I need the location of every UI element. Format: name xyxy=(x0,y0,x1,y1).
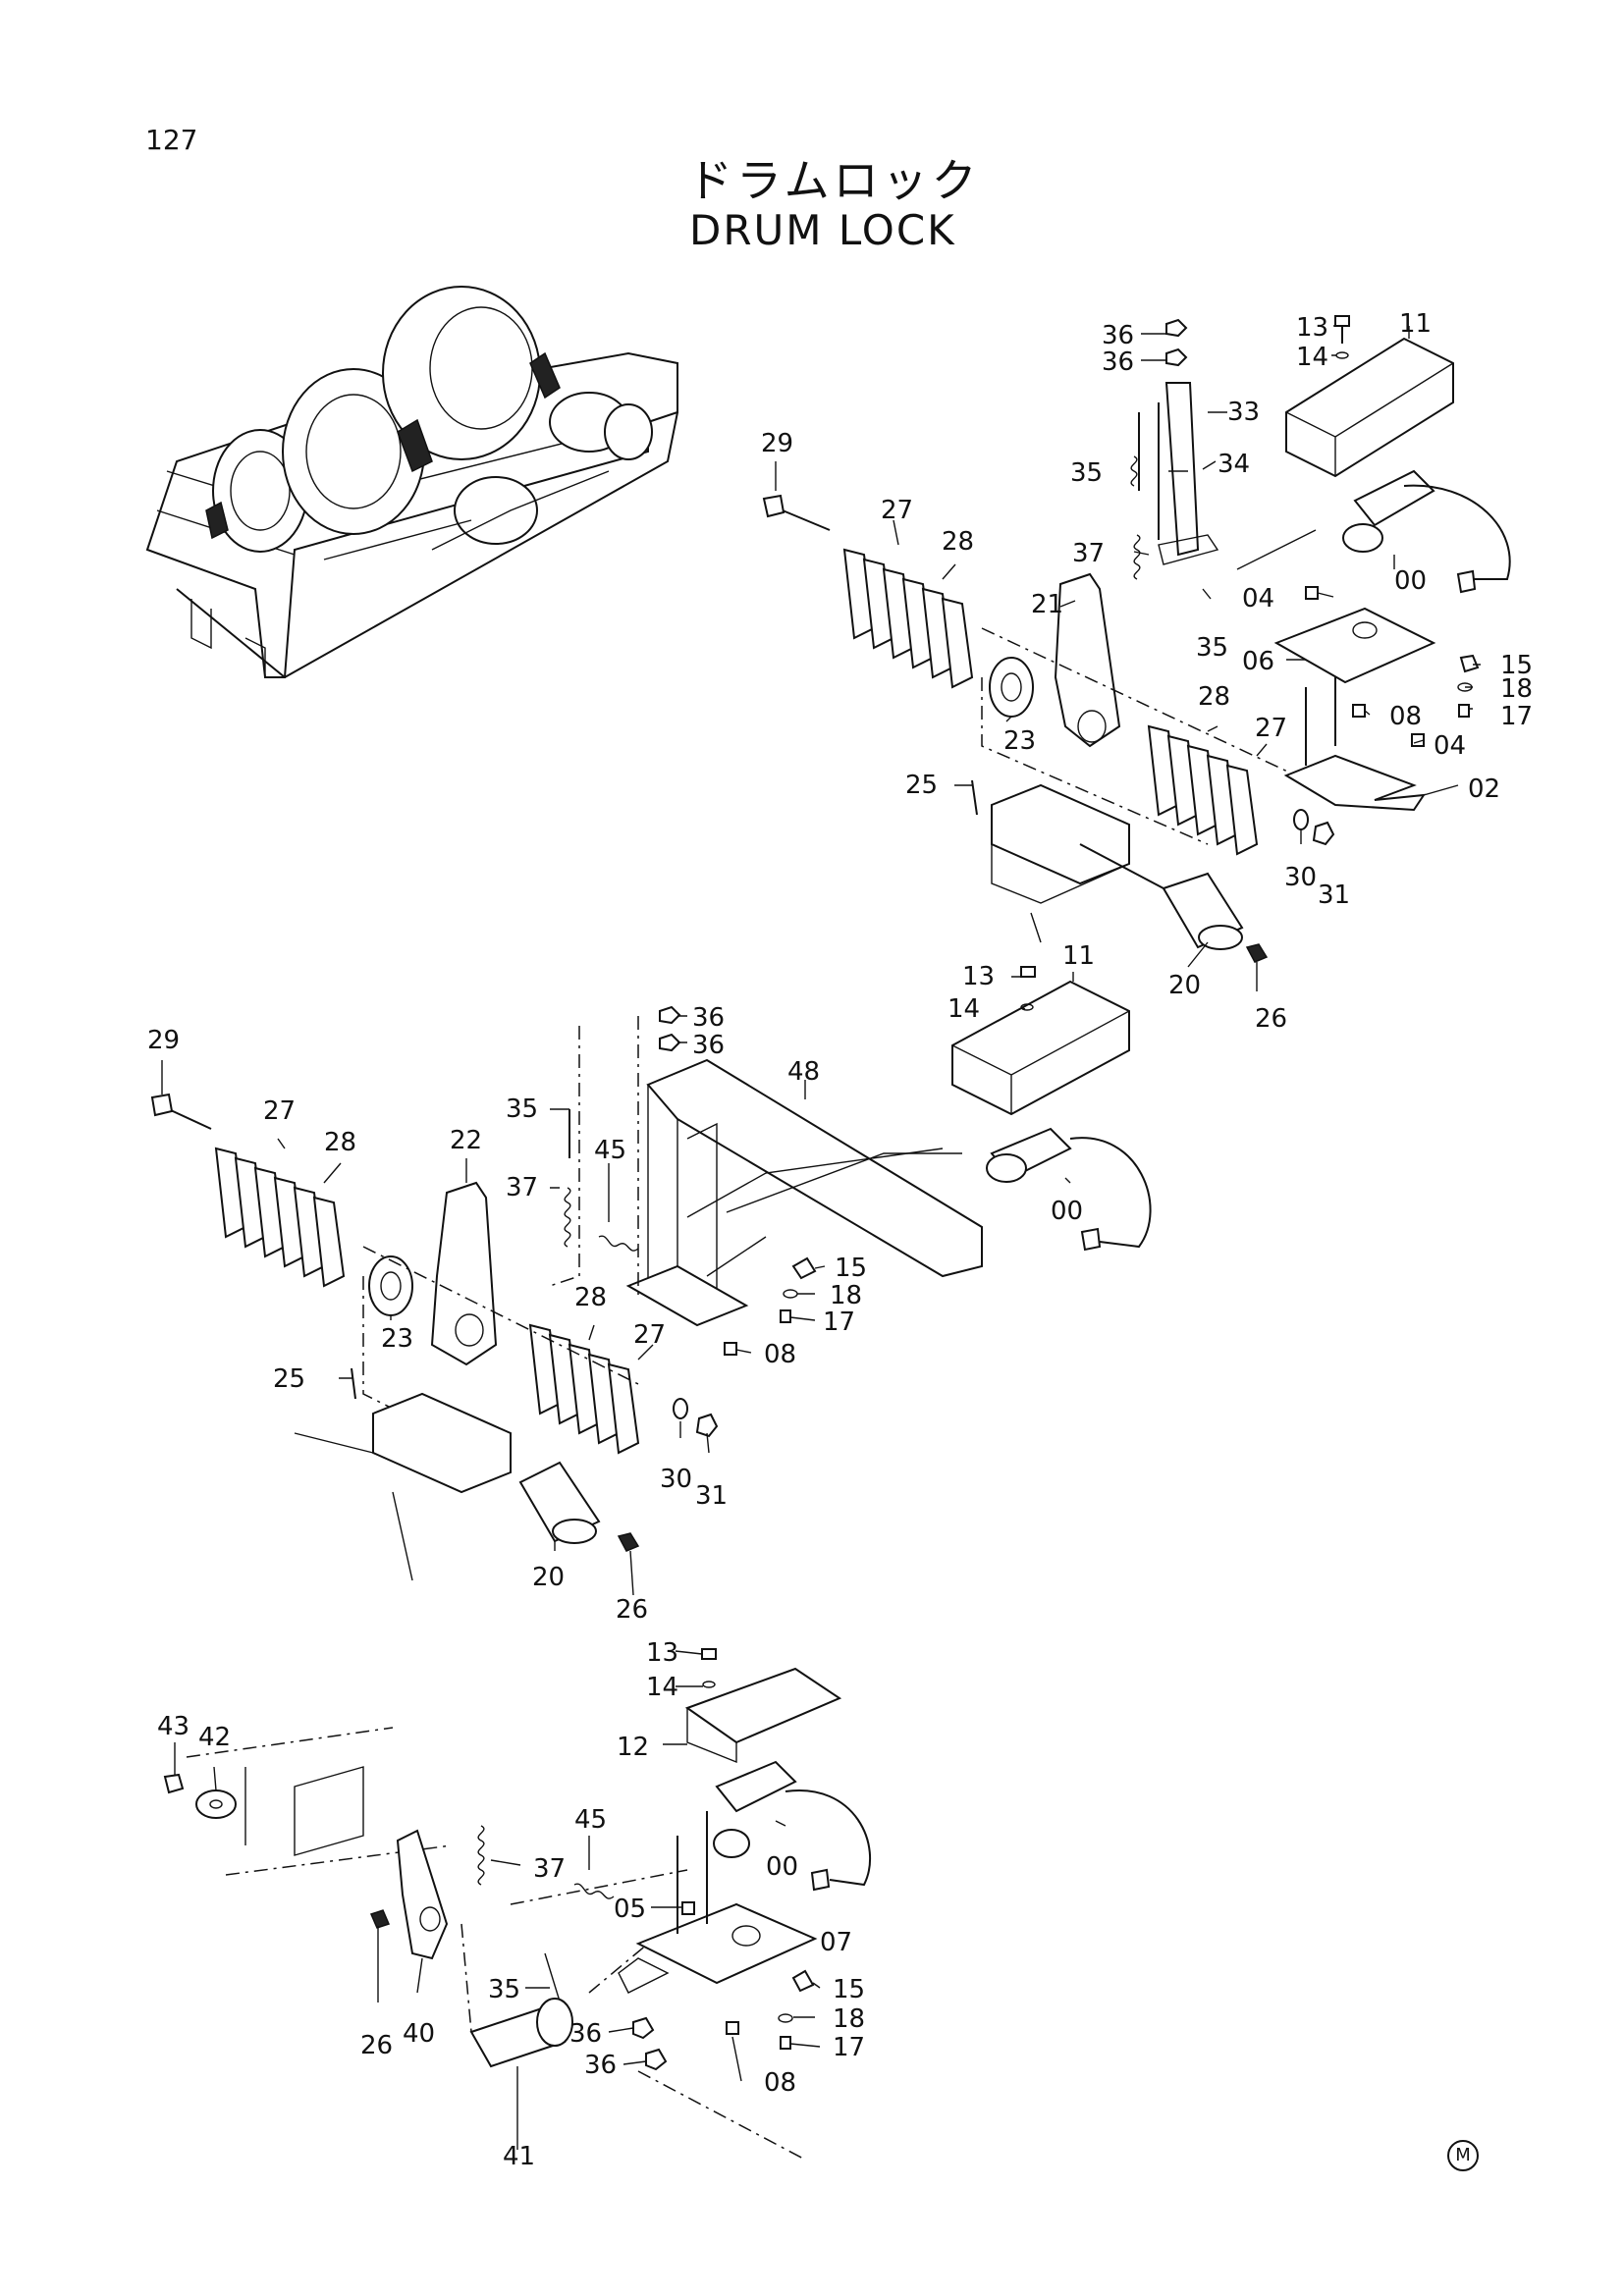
ratchet-plate-stack-middle-left xyxy=(214,1147,346,1288)
ratchet-plate-stack-upper-right xyxy=(1147,724,1259,856)
callout-l05: 05 xyxy=(614,1895,646,1924)
callout-l40: 40 xyxy=(403,2019,435,2049)
callout-u15: 15 xyxy=(1500,651,1533,680)
ratchet-plate-stack-upper-left xyxy=(842,548,974,689)
callout-l36b: 36 xyxy=(584,2051,617,2080)
callout-u18: 18 xyxy=(1500,674,1533,704)
callout-u29: 29 xyxy=(761,429,793,458)
callout-u25: 25 xyxy=(905,771,938,800)
callout-m17: 17 xyxy=(823,1308,855,1337)
callout-u26: 26 xyxy=(1255,1004,1287,1034)
callout-u35b: 35 xyxy=(1196,633,1228,663)
callout-l18: 18 xyxy=(833,2004,865,2034)
callout-u31: 31 xyxy=(1318,881,1350,910)
callout-m13: 13 xyxy=(962,962,995,991)
callout-l15: 15 xyxy=(833,1975,865,2004)
callout-u02: 02 xyxy=(1468,774,1500,804)
callout-m26: 26 xyxy=(616,1595,648,1625)
callout-m45: 45 xyxy=(594,1136,626,1165)
callout-l36a: 36 xyxy=(569,2019,602,2049)
callout-l13: 13 xyxy=(646,1638,678,1668)
callout-u36a: 36 xyxy=(1102,321,1134,350)
callout-l08: 08 xyxy=(764,2068,796,2098)
callout-u36b: 36 xyxy=(1102,347,1134,377)
title-japanese: ドラムロック xyxy=(687,154,981,207)
callout-m08: 08 xyxy=(764,1340,796,1369)
ratchet-plate-stack-middle-right xyxy=(528,1323,640,1455)
callout-m15: 15 xyxy=(835,1254,867,1283)
callout-l43: 43 xyxy=(157,1712,189,1741)
leader-lines xyxy=(161,325,1481,2150)
callout-l41: 41 xyxy=(503,2142,535,2171)
callout-l26: 26 xyxy=(360,2031,393,2060)
page-number: 127 xyxy=(145,124,198,156)
callout-m48: 48 xyxy=(787,1057,820,1087)
callout-m00: 00 xyxy=(1051,1197,1083,1226)
callout-m14: 14 xyxy=(947,994,980,1024)
callout-l45: 45 xyxy=(574,1805,607,1835)
callout-labels: 36 36 13 14 11 33 35 34 29 27 28 37 00 0… xyxy=(147,309,1533,2171)
callout-m36a: 36 xyxy=(692,1003,725,1033)
callout-l35: 35 xyxy=(488,1975,520,2004)
callout-u34: 34 xyxy=(1218,450,1250,479)
upper-drum-lock-assembly xyxy=(762,315,1511,963)
callout-m35: 35 xyxy=(506,1095,538,1124)
callout-u28b: 28 xyxy=(1198,682,1230,712)
callout-m18: 18 xyxy=(830,1281,862,1310)
callout-m25: 25 xyxy=(273,1364,305,1394)
callout-u00: 00 xyxy=(1394,566,1427,596)
lower-drum-lock-assembly xyxy=(163,1648,872,2161)
callout-m29: 29 xyxy=(147,1026,180,1055)
callout-u27: 27 xyxy=(881,496,913,525)
callout-m37: 37 xyxy=(506,1173,538,1202)
callout-u13: 13 xyxy=(1296,313,1328,343)
callout-u06: 06 xyxy=(1242,647,1274,676)
callout-u20: 20 xyxy=(1168,971,1201,1000)
callout-l42: 42 xyxy=(198,1723,231,1752)
callout-u27b: 27 xyxy=(1255,714,1287,743)
callout-m30: 30 xyxy=(660,1465,692,1494)
callout-l07: 07 xyxy=(820,1928,852,1957)
winch-overview-illustration xyxy=(145,286,678,678)
callout-u35: 35 xyxy=(1070,458,1103,488)
callout-l00: 00 xyxy=(766,1852,798,1882)
callout-l14: 14 xyxy=(646,1673,678,1702)
callout-u04b: 04 xyxy=(1434,731,1466,761)
title-english: DRUM LOCK xyxy=(689,206,956,254)
callout-m27b: 27 xyxy=(633,1320,666,1350)
callout-l12: 12 xyxy=(617,1733,649,1762)
callout-m11: 11 xyxy=(1062,941,1095,971)
callout-m20: 20 xyxy=(532,1563,565,1592)
callout-u30: 30 xyxy=(1284,863,1317,892)
callout-m23: 23 xyxy=(381,1324,413,1354)
callout-u21: 21 xyxy=(1031,590,1063,619)
callout-u08: 08 xyxy=(1389,702,1422,731)
callout-l17: 17 xyxy=(833,2033,865,2062)
callout-u33: 33 xyxy=(1227,398,1260,427)
callout-m28: 28 xyxy=(324,1128,356,1157)
callout-l37: 37 xyxy=(533,1854,566,1884)
callout-m27: 27 xyxy=(263,1096,296,1126)
callout-u17: 17 xyxy=(1500,702,1533,731)
callout-u14: 14 xyxy=(1296,343,1328,372)
callout-u28: 28 xyxy=(942,527,974,557)
corner-mark: M xyxy=(1447,2140,1479,2171)
callout-m22: 22 xyxy=(450,1126,482,1155)
callout-u37: 37 xyxy=(1072,539,1105,568)
callout-u23: 23 xyxy=(1003,726,1036,756)
callout-m28b: 28 xyxy=(574,1283,607,1312)
callout-u04a: 04 xyxy=(1242,584,1274,614)
callout-m31: 31 xyxy=(695,1481,728,1511)
middle-drum-lock-assembly xyxy=(150,966,1152,1581)
callout-m36b: 36 xyxy=(692,1031,725,1060)
callout-u11: 11 xyxy=(1399,309,1432,339)
